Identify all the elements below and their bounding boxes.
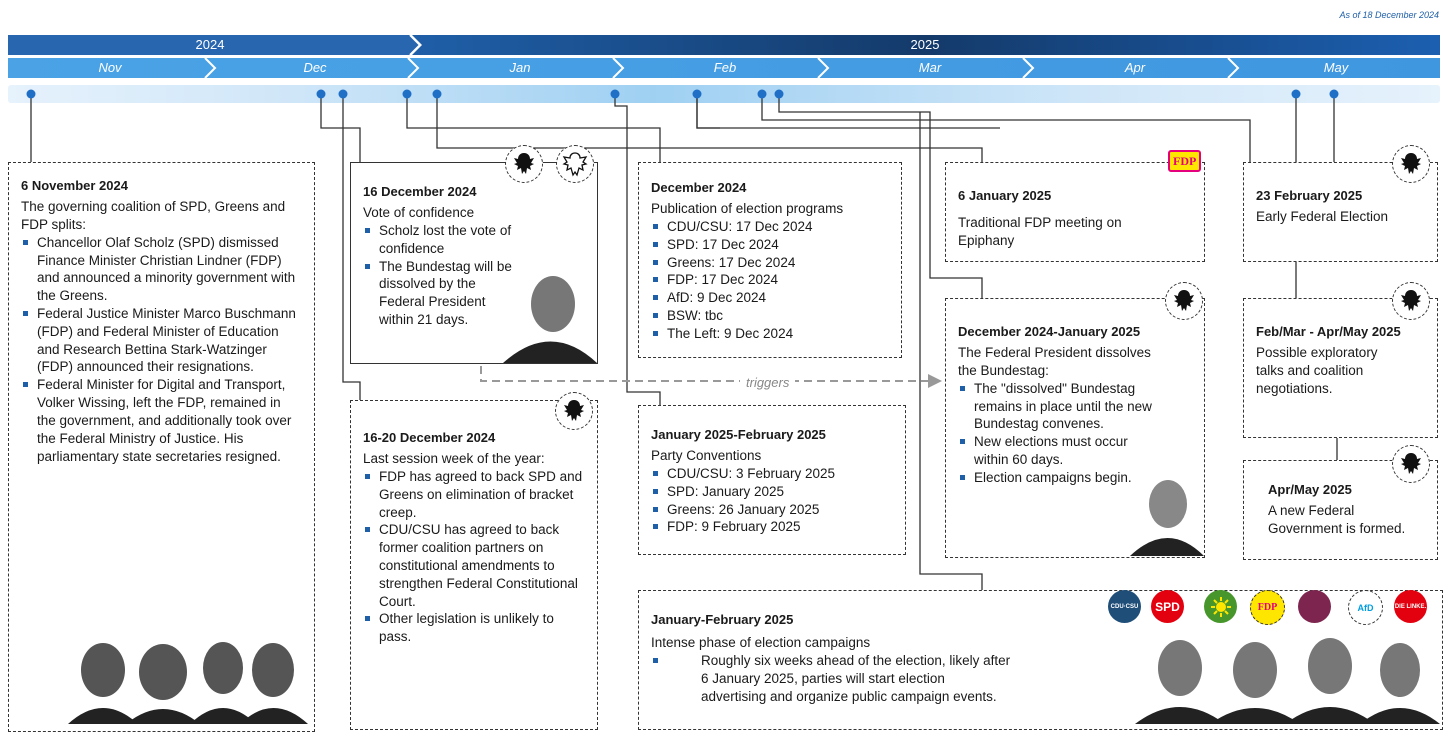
cdu-csu-logo-icon: CDU·CSU — [1108, 590, 1141, 623]
event-title: 6 January 2025 — [958, 188, 1052, 203]
year-band-2024 — [8, 35, 420, 55]
bundestag-eagle-icon — [1392, 445, 1430, 483]
month-label-may: May — [1323, 60, 1349, 75]
fdp-logo-icon: FDP — [1250, 590, 1285, 625]
event-title: Apr/May 2025 — [1268, 482, 1352, 497]
die-linke-logo-icon: DIE LINKE. — [1394, 590, 1427, 623]
list-item: Election campaigns begin. — [958, 469, 1164, 487]
list-item: The Bundestag will be dissolved by the F… — [363, 258, 523, 329]
event-intro: Vote of confidence — [363, 205, 475, 221]
federal-eagle-icon — [1165, 282, 1203, 320]
event-title: 23 February 2025 — [1256, 188, 1363, 203]
month-label-dec: Dec — [303, 60, 327, 75]
event-box-nov6: 6 November 2024 The governing coalition … — [8, 162, 315, 732]
event-intro: A new Federal Government is formed. — [1268, 503, 1406, 536]
event-title: December 2024-January 2025 — [958, 324, 1141, 339]
triggers-label: triggers — [740, 375, 796, 390]
list-item: The "dissolved" Bundestag remains in pla… — [958, 380, 1164, 433]
list-item: SPD: January 2025 — [651, 483, 893, 501]
event-title: 6 November 2024 — [21, 178, 128, 193]
list-item: The Left: 9 Dec 2024 — [651, 325, 889, 343]
list-item: New elections must occur within 60 days. — [958, 433, 1164, 469]
list-item: FDP: 9 February 2025 — [651, 518, 893, 536]
bundestag-eagle-icon — [505, 145, 543, 183]
event-title: Feb/Mar - Apr/May 2025 — [1256, 324, 1401, 339]
list-item: CDU/CSU: 3 February 2025 — [651, 465, 893, 483]
event-box-conventions: January 2025-February 2025 Party Convent… — [638, 405, 906, 555]
event-intro: Traditional FDP meeting on Epiphany — [958, 215, 1122, 248]
triggers-arrow — [480, 366, 928, 382]
list-item: Scholz lost the vote of confidence — [363, 222, 523, 258]
event-box-programs: December 2024 Publication of election pr… — [638, 162, 902, 358]
event-intro: Early Federal Election — [1256, 209, 1389, 225]
as-of-date: As of 18 December 2024 — [1339, 10, 1439, 20]
event-title: 16 December 2024 — [363, 184, 477, 199]
event-intro: Possible exploratory talks and coalition… — [1256, 345, 1378, 396]
event-title: January-February 2025 — [651, 612, 794, 627]
event-box-feb23: 23 February 2025 Early Federal Election — [1243, 162, 1438, 262]
list-item: SPD: 17 Dec 2024 — [651, 236, 889, 254]
year-label-2025: 2025 — [910, 37, 940, 52]
event-intro: Intense phase of election campaigns — [651, 635, 871, 651]
event-title: 16-20 December 2024 — [363, 430, 496, 445]
bundestag-eagle-icon — [555, 392, 593, 430]
list-item: AfD: 9 Dec 2024 — [651, 289, 889, 307]
month-label-nov: Nov — [98, 60, 122, 75]
federal-eagle-icon — [556, 145, 594, 183]
list-item: CDU/CSU has agreed to back former coalit… — [363, 521, 585, 610]
scholz-photo — [503, 276, 597, 363]
president-photo — [1130, 480, 1204, 556]
year-label-2024: 2024 — [195, 37, 225, 52]
month-label-jan: Jan — [509, 60, 531, 75]
list-item: CDU/CSU: 17 Dec 2024 — [651, 218, 889, 236]
list-item: Chancellor Olaf Scholz (SPD) dismissed F… — [21, 234, 302, 305]
event-intro: The Federal President dissolves the Bund… — [958, 345, 1151, 378]
list-item: Roughly six weeks ahead of the election,… — [651, 652, 1011, 705]
month-label-mar: Mar — [918, 60, 942, 75]
fdp-logo-icon: FDP — [1168, 150, 1202, 172]
ministers-photo — [68, 642, 308, 724]
bundestag-eagle-icon — [1392, 282, 1430, 320]
event-box-jan6: 6 January 2025 Traditional FDP meeting o… — [945, 162, 1205, 262]
event-title: December 2024 — [651, 180, 747, 195]
greens-logo-icon — [1204, 590, 1237, 623]
event-box-dec16-20: 16-20 December 2024 Last session week of… — [350, 400, 598, 730]
bundestag-eagle-icon — [1392, 145, 1430, 183]
list-item: BSW: tbc — [651, 307, 889, 325]
list-item: Federal Justice Minister Marco Buschmann… — [21, 305, 302, 376]
month-label-apr: Apr — [1124, 60, 1146, 75]
list-item: Other legislation is unlikely to pass. — [363, 610, 585, 646]
event-title: January 2025-February 2025 — [651, 427, 826, 442]
candidates-photo — [1135, 638, 1440, 724]
event-intro: Publication of election programs — [651, 201, 844, 217]
list-item: FDP: 17 Dec 2024 — [651, 271, 889, 289]
event-intro: Party Conventions — [651, 448, 762, 464]
list-item: Greens: 17 Dec 2024 — [651, 254, 889, 272]
spd-logo-icon: SPD — [1151, 590, 1184, 623]
list-item: FDP has agreed to back SPD and Greens on… — [363, 468, 585, 521]
month-label-feb: Feb — [713, 60, 737, 75]
list-item: Federal Minister for Digital and Transpo… — [21, 376, 302, 465]
event-box-dissolve: December 2024-January 2025 The Federal P… — [945, 298, 1205, 558]
event-box-talks: Feb/Mar - Apr/May 2025 Possible explorat… — [1243, 298, 1438, 438]
afd-logo-icon: AfD — [1348, 590, 1383, 625]
year-band-2025 — [412, 35, 1440, 55]
bsw-logo-icon — [1298, 590, 1331, 623]
event-intro: Last session week of the year: — [363, 451, 545, 467]
list-item: Greens: 26 January 2025 — [651, 501, 893, 519]
event-intro: The governing coalition of SPD, Greens a… — [21, 199, 286, 232]
